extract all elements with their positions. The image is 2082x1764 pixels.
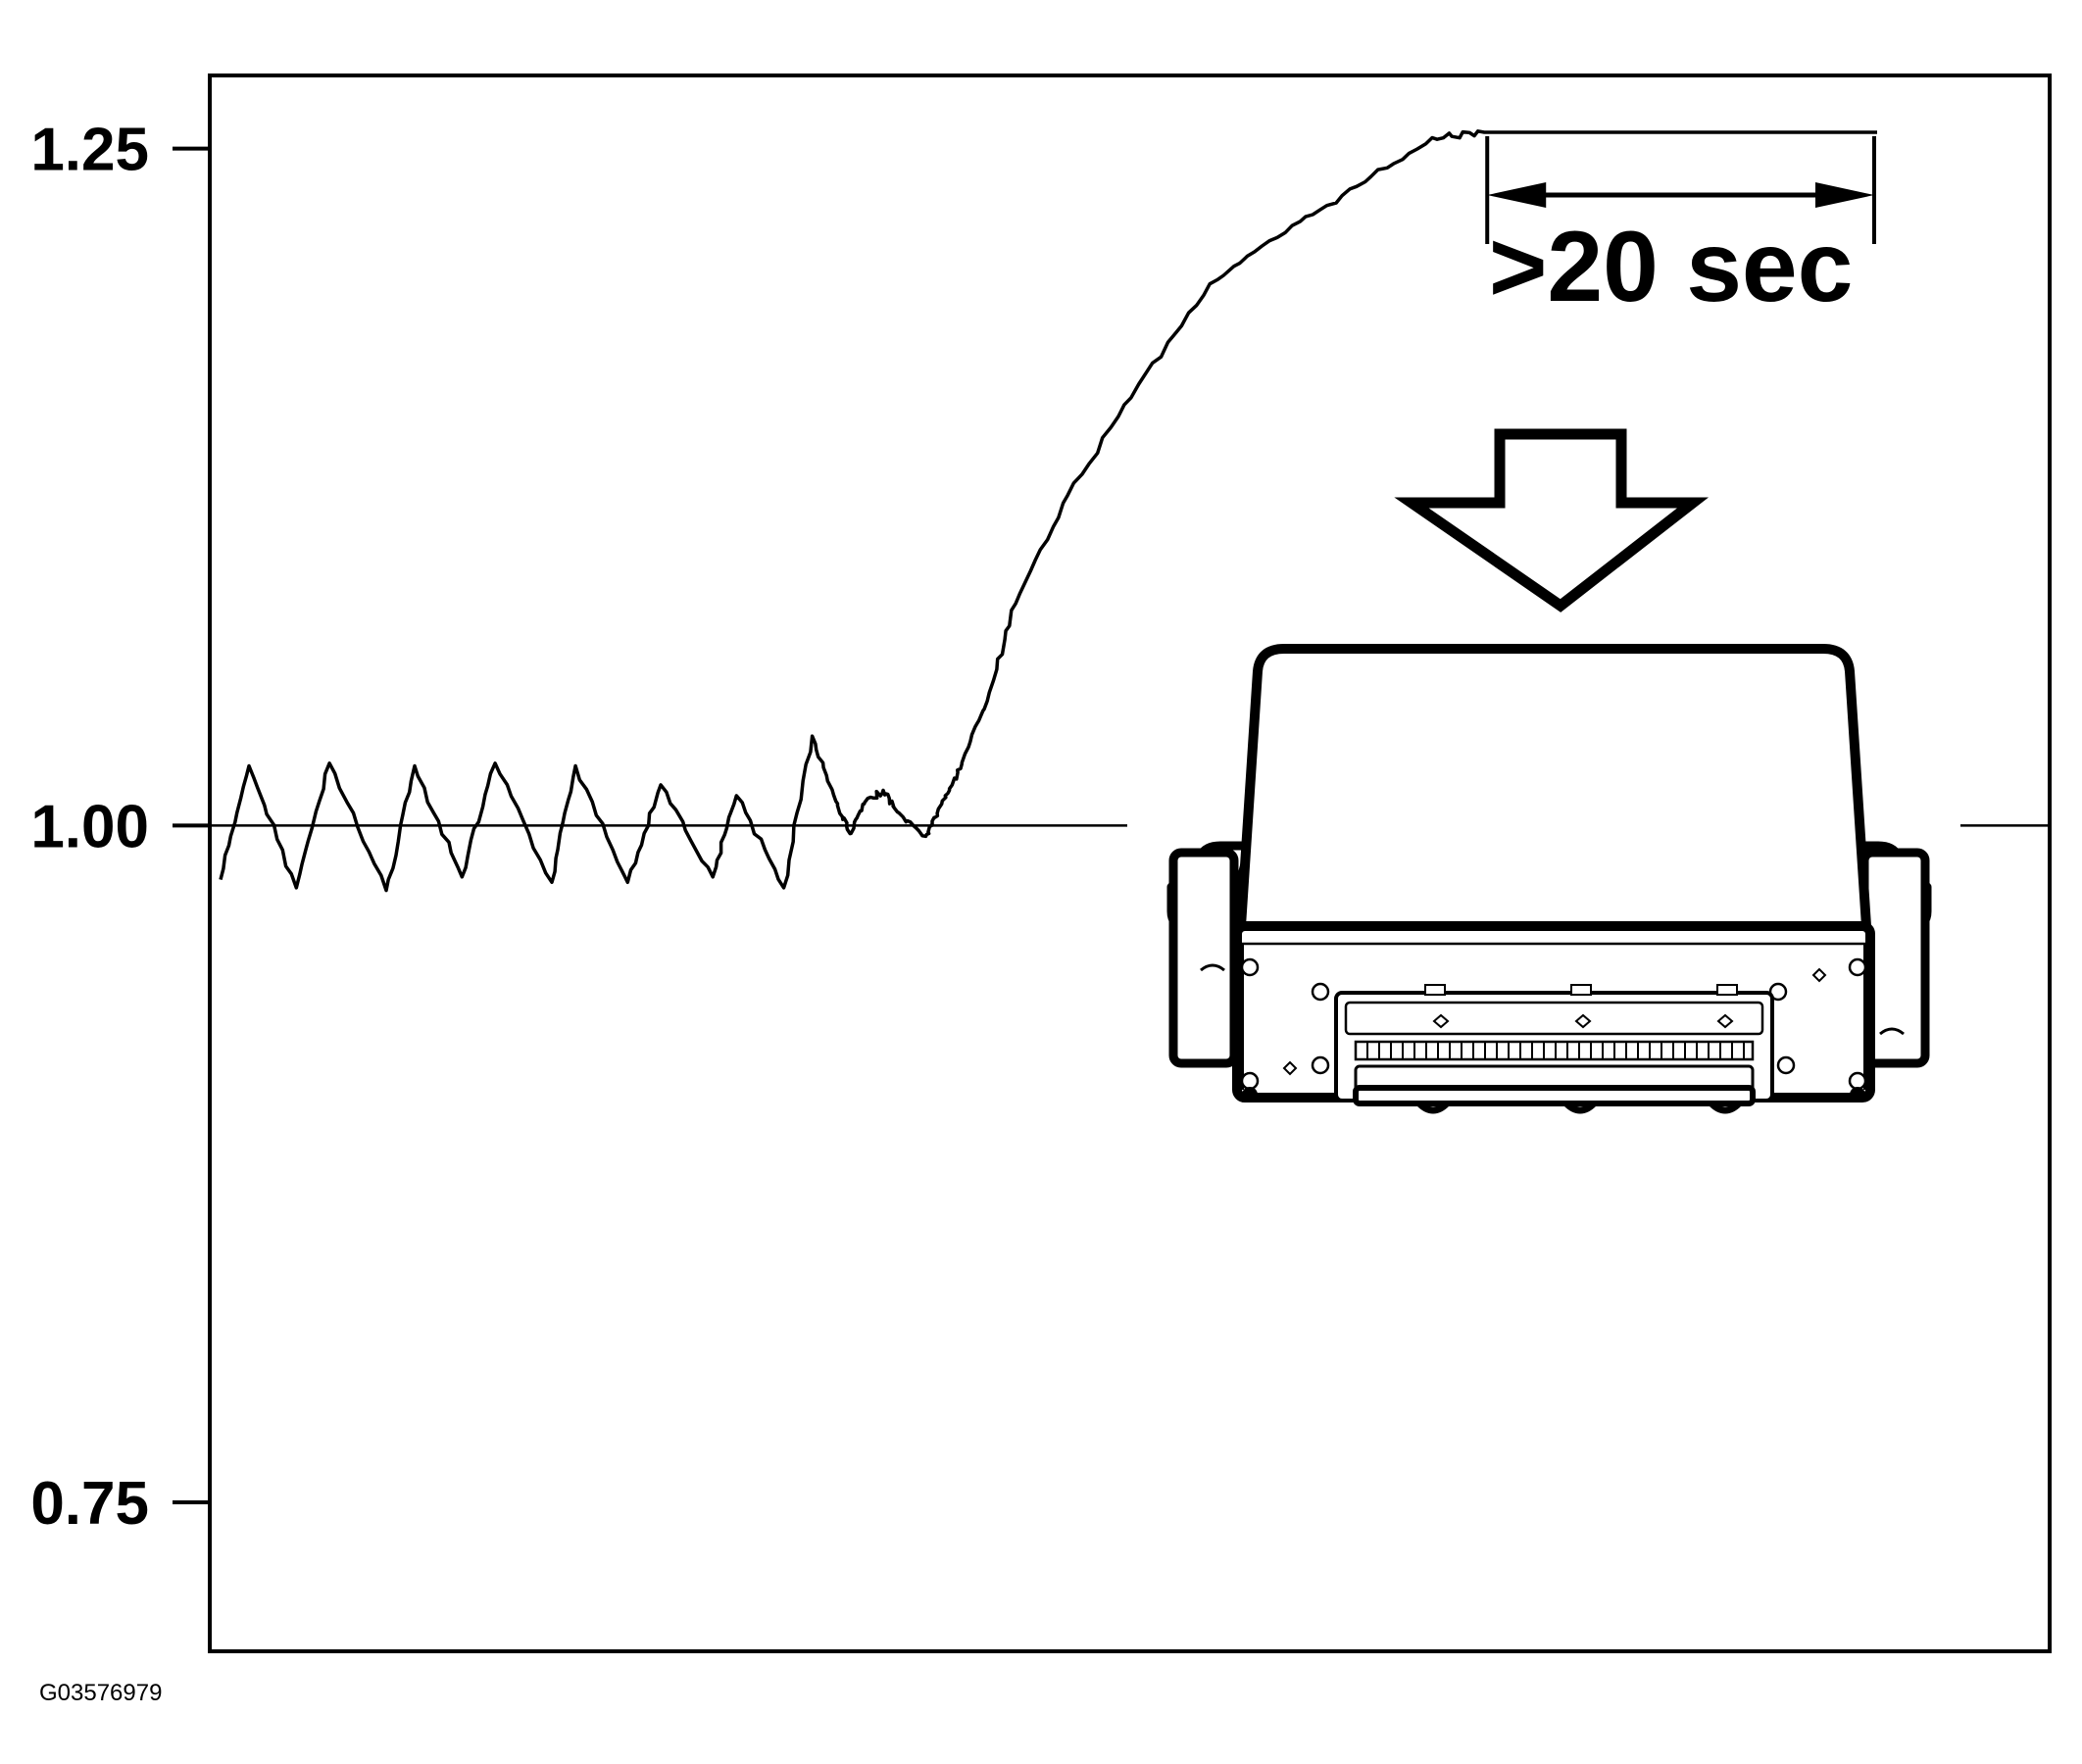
signal-trace: [219, 129, 1877, 893]
arrow-head-right: [1815, 182, 1874, 209]
y-axis-ticks: 0.75 1.00 1.25: [30, 117, 210, 1538]
duration-annotation-text: >20 sec: [1489, 211, 1854, 322]
y-tick-label: 0.75: [30, 1470, 149, 1538]
plot-frame: [208, 74, 2052, 1653]
down-arrow-icon: [1394, 428, 1710, 612]
arrow-head-left: [1487, 182, 1547, 209]
y-tick-label: 1.25: [30, 117, 149, 184]
figure-id: G03576979: [39, 1680, 162, 1706]
control-module-icon: [1166, 644, 1932, 1114]
connector-pins: [1354, 1040, 1755, 1061]
module-bracket-left: [1168, 848, 1239, 1068]
duration-annotation: >20 sec: [1485, 136, 1876, 322]
module-housing-top: [1236, 644, 1871, 931]
y-tick-label: 1.00: [30, 793, 149, 860]
